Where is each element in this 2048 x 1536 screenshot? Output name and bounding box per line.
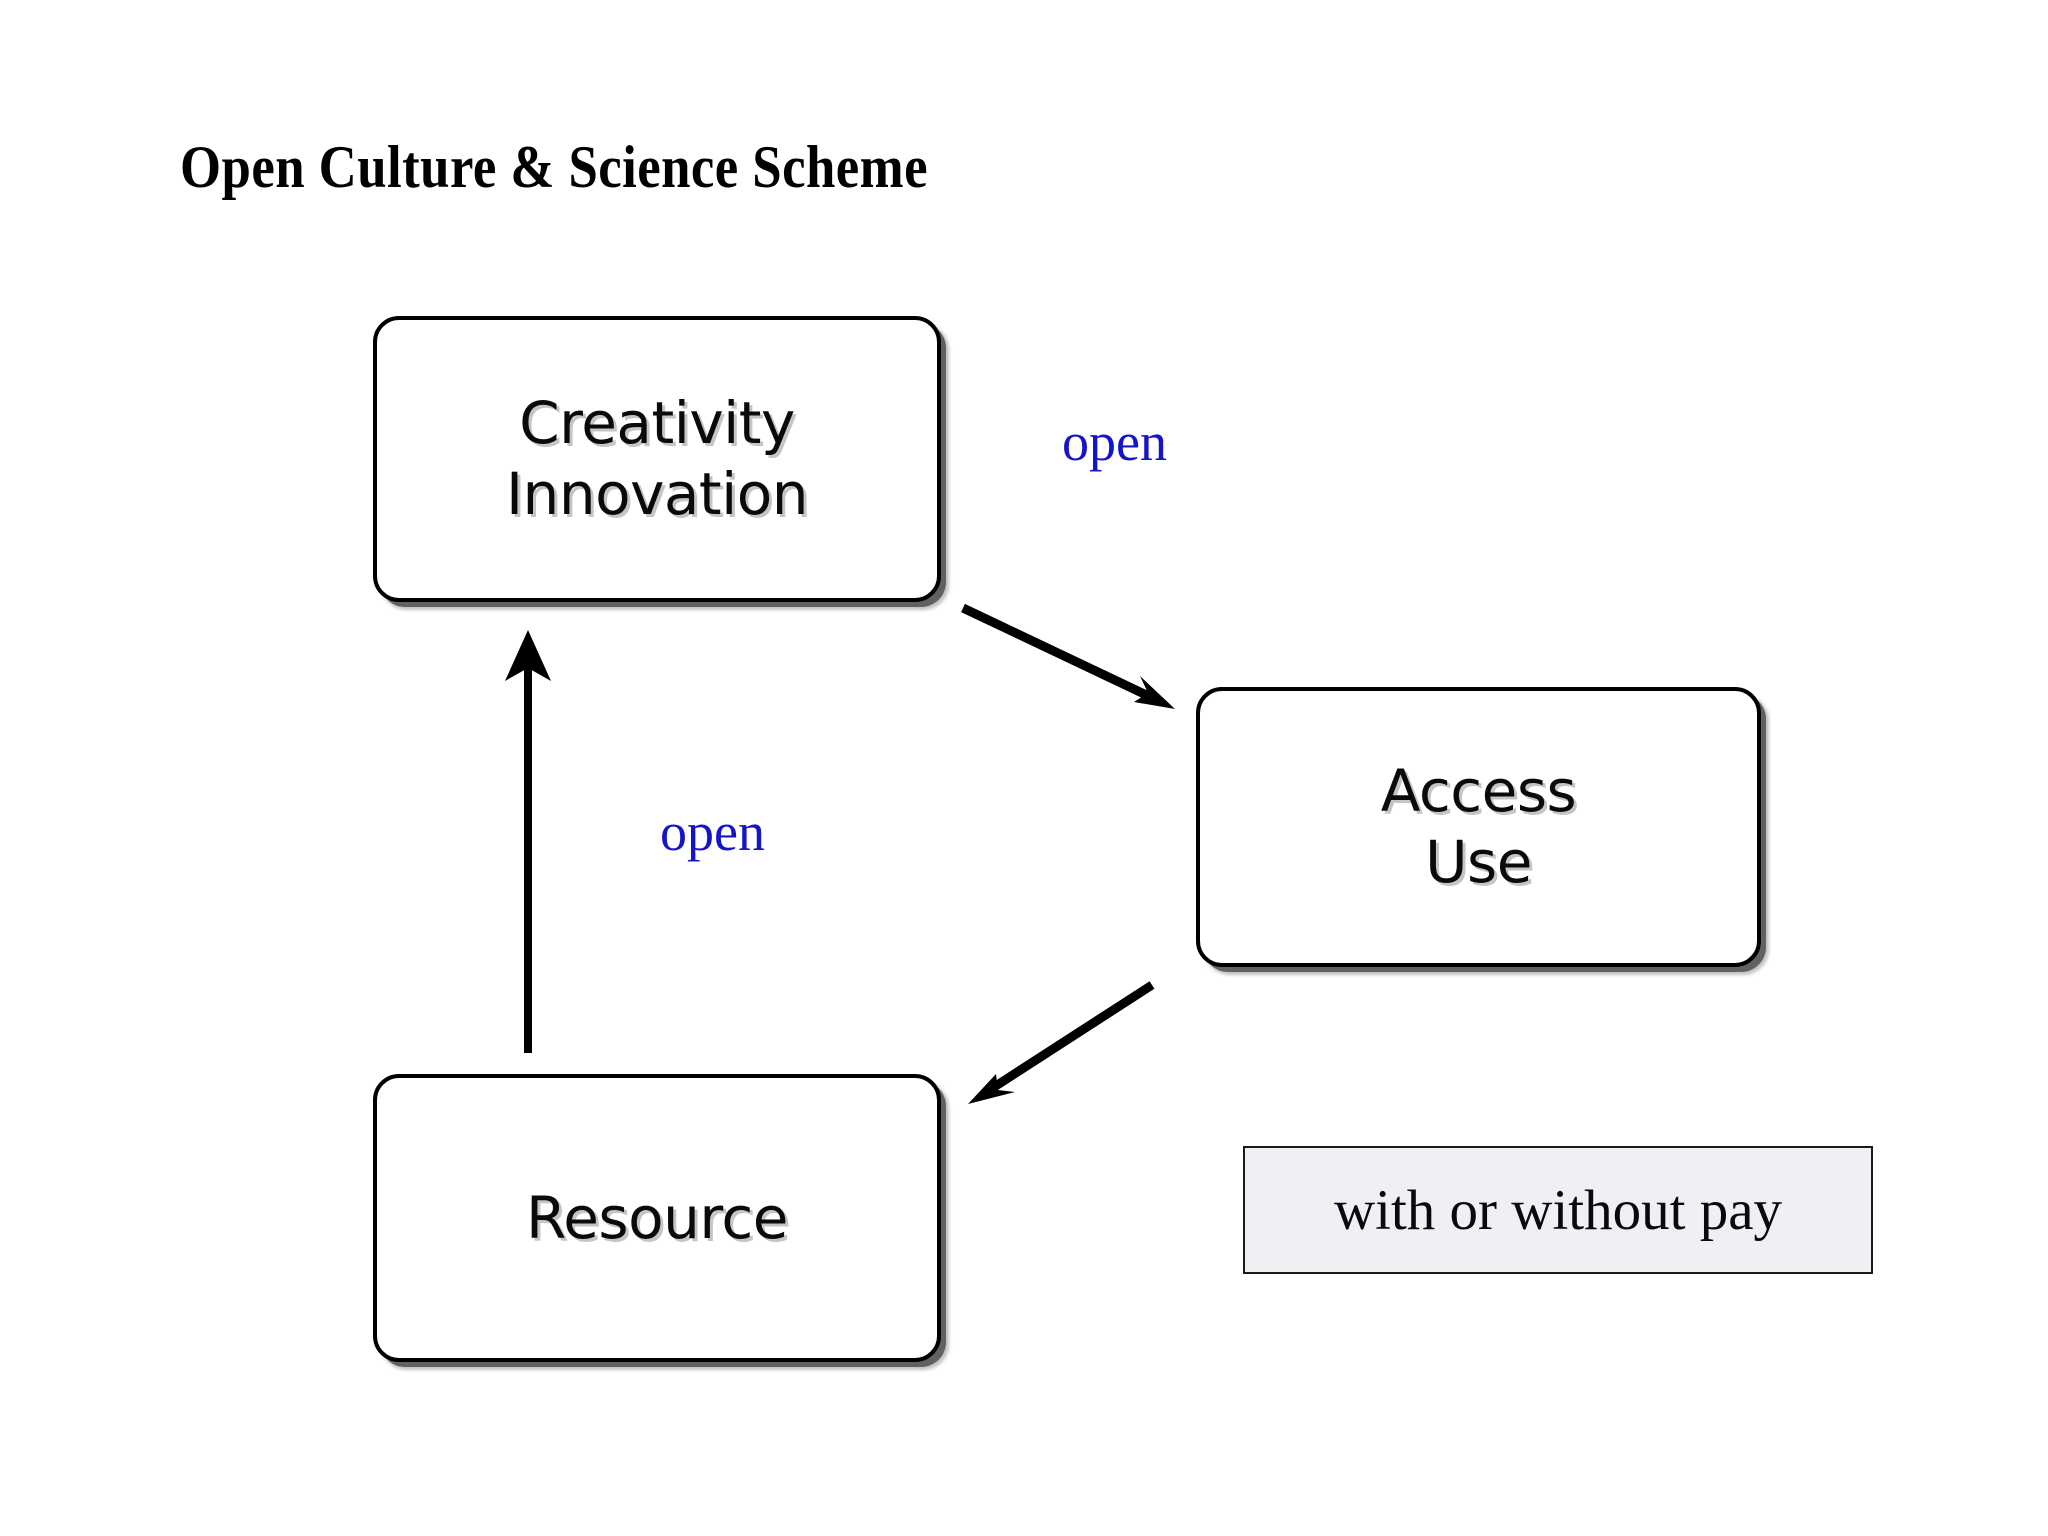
edge-label-open-top: open [1062,412,1167,472]
node-resource-line-1: Resource [526,1183,788,1252]
note-text: with or without pay [1333,1178,1783,1242]
node-access-line-1: Access [1380,757,1577,826]
arrow-access-to-resource [968,981,1155,1104]
edge-label-open-left: open [660,802,765,862]
node-access-line-2: Use [1425,828,1532,896]
node-access-use[interactable]: Access Use [1196,687,1761,967]
node-creativity-line-1: Creativity [519,389,795,458]
node-creativity-line-2: Innovation [505,460,809,528]
arrow-creativity-to-access [961,603,1175,709]
node-creativity-innovation[interactable]: Creativity Innovation [373,316,941,602]
node-resource[interactable]: Resource [373,1074,941,1362]
note-box-payment: with or without pay [1243,1146,1873,1274]
arrow-resource-to-creativity [505,630,551,1053]
page-title: Open Culture & Science Scheme [180,134,928,200]
